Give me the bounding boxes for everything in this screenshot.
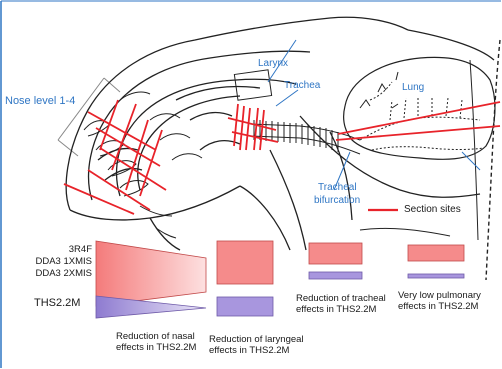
bifurcation-label-line2: bifurcation <box>314 195 360 206</box>
nose-bracket <box>58 78 120 156</box>
pointer-arrows <box>268 40 480 190</box>
group-label-3r4f: 3R4F <box>58 244 92 255</box>
head-outline <box>66 17 494 250</box>
nasal-reference-shape <box>96 241 206 306</box>
group-label-dda3-2xmis: DDA3 2XMIS <box>26 268 92 279</box>
body-wall <box>486 40 500 280</box>
laryngeal-ths-bar <box>217 297 273 316</box>
pulmonary-bars <box>408 245 464 278</box>
nose-label: Nose level 1-4 <box>5 95 75 107</box>
note-laryngeal: Reduction of laryngeal effects in THS2.2… <box>209 334 305 356</box>
lung-branch-tips <box>360 72 398 108</box>
tracheal-ths-bar <box>309 272 362 279</box>
laryngeal-bars <box>217 241 273 316</box>
tracheal-reference-bar <box>309 243 362 264</box>
laryngeal-reference-bar <box>217 241 273 284</box>
larynx-label: Larynx <box>258 58 288 69</box>
pulmonary-ths-bar <box>408 274 464 278</box>
note-tracheal: Reduction of tracheal effects in THS2.2M <box>296 293 392 315</box>
legend-label: Section sites <box>404 204 461 215</box>
group-label-dda3-1xmis: DDA3 1XMIS <box>26 256 92 267</box>
pulmonary-reference-bar <box>408 245 464 261</box>
nasal-bars <box>96 241 206 318</box>
nasal-turbinates <box>84 92 202 238</box>
bifurcation-label-line1: Tracheal <box>318 182 357 193</box>
note-nasal: Reduction of nasal effects in THS2.2M <box>116 331 212 353</box>
tracheal-bars <box>309 243 362 279</box>
lung-label: Lung <box>402 82 424 93</box>
note-pulmonary: Very low pulmonary effects in THS2.2M <box>398 290 498 312</box>
trachea-rings <box>250 120 360 154</box>
group-label-ths: THS2.2M <box>34 297 80 309</box>
trachea-label: Trachea <box>284 80 320 91</box>
